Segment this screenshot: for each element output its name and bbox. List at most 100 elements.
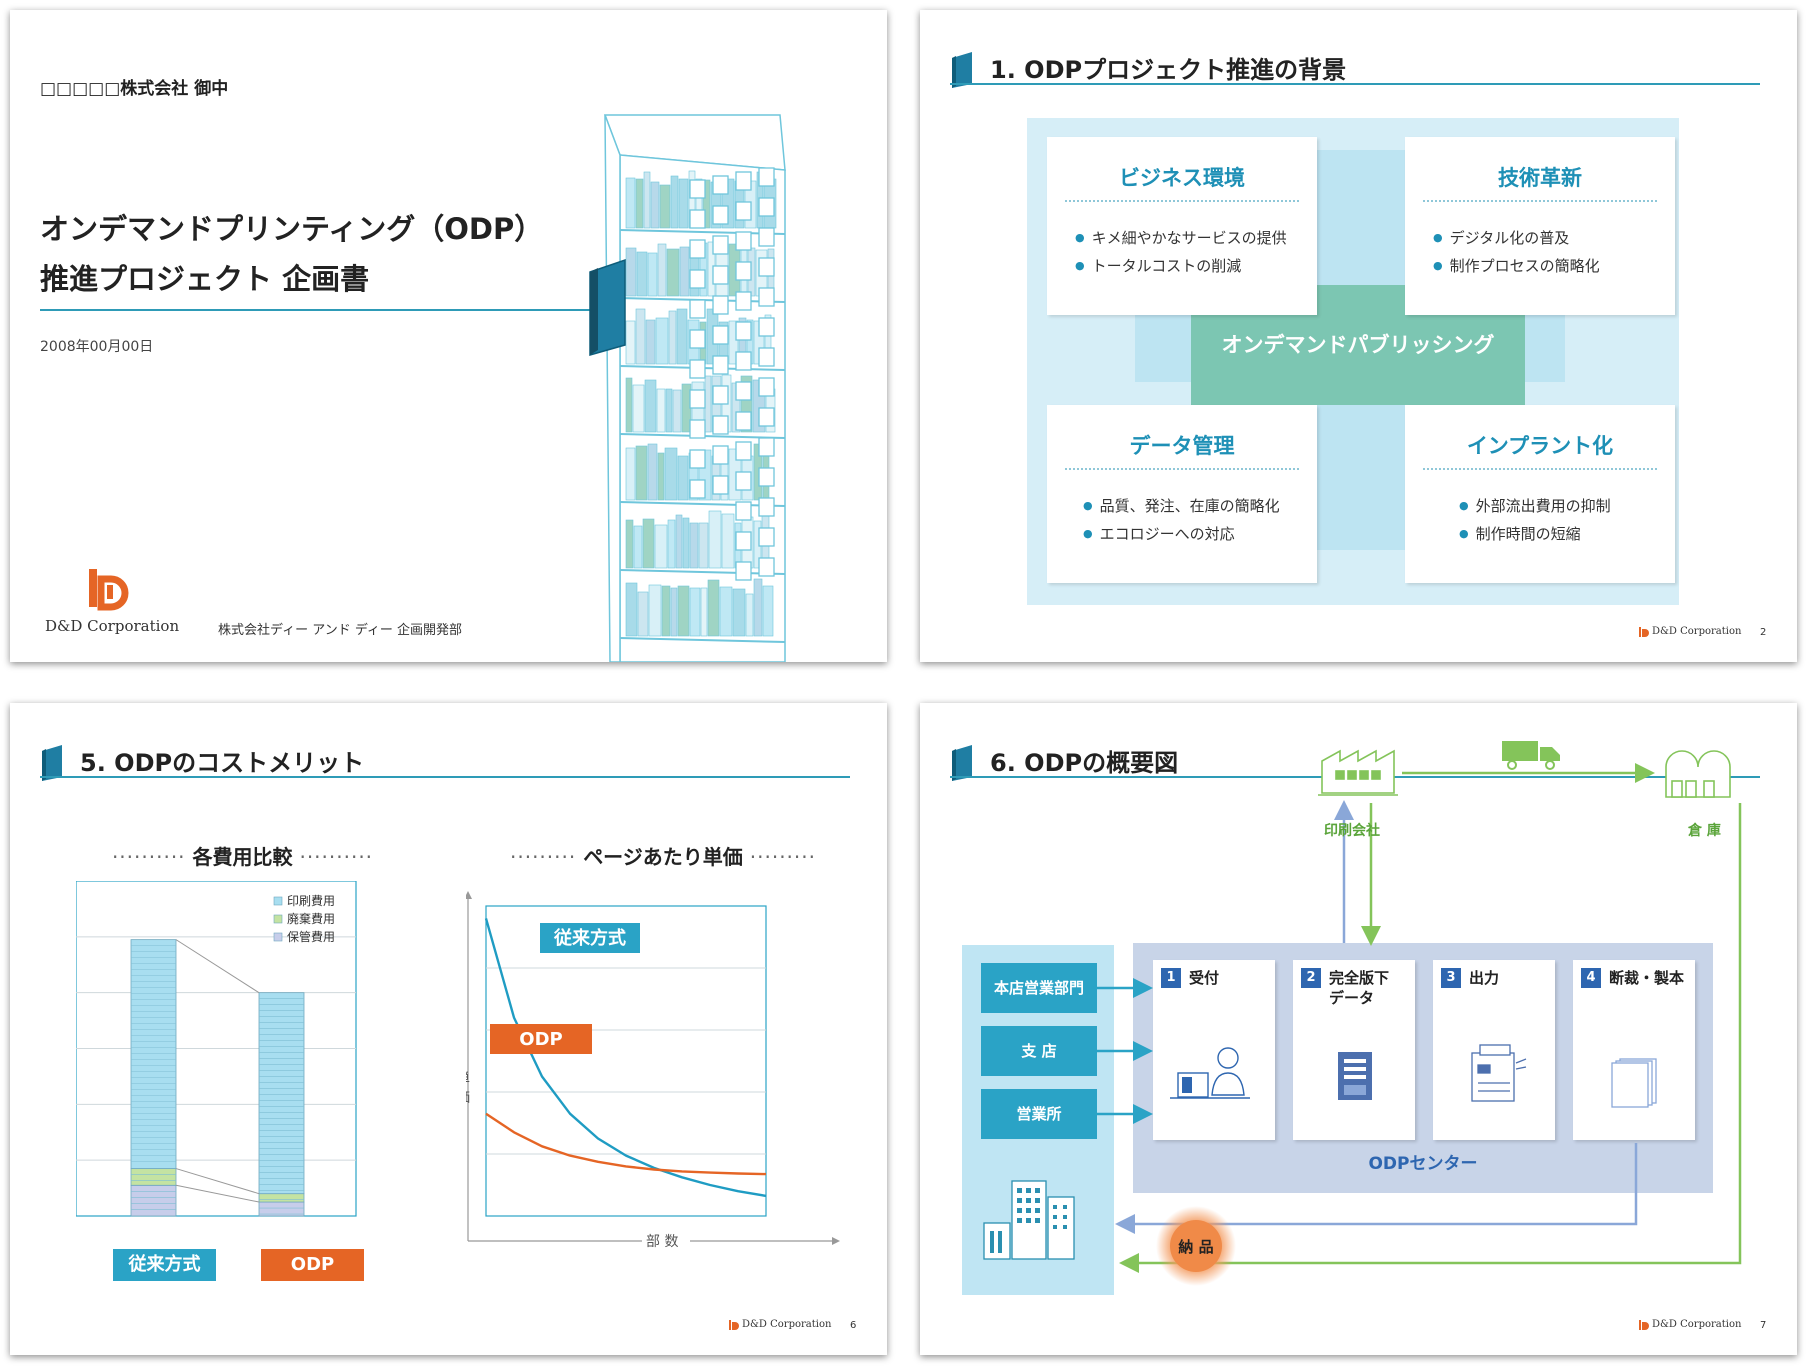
overview-diagram-graphics bbox=[983, 741, 1742, 1286]
box-implant: インプラント化 外部流出費用の抑制 制作時間の短縮 bbox=[1405, 405, 1675, 583]
bar-segment bbox=[258, 1193, 305, 1203]
branch-sales-office: 営業所 bbox=[981, 1089, 1097, 1139]
footer-logo-text: D&D Corporation bbox=[1652, 1319, 1742, 1330]
bar-segment bbox=[130, 1168, 177, 1186]
footer-logo-text: D&D Corporation bbox=[742, 1319, 832, 1330]
bar-segment bbox=[130, 1184, 177, 1217]
x-label-bg bbox=[642, 1233, 690, 1249]
series-line-0 bbox=[484, 918, 767, 1198]
legend-swatch bbox=[273, 932, 283, 942]
series-label-box bbox=[490, 1024, 592, 1054]
box-title: インプラント化 bbox=[1466, 434, 1614, 458]
legend-label: 保管費用 bbox=[287, 929, 335, 944]
chart2-title: ········· ページあたり単価 ········· bbox=[510, 845, 816, 869]
category-label-conventional: 従来方式 bbox=[113, 1249, 216, 1281]
bullet-item: デジタル化の普及 bbox=[1433, 225, 1600, 253]
slide-cost-merit[interactable]: 5. ODPのコストメリット ·········· 各費用比較 ········… bbox=[10, 703, 887, 1355]
operator-icon bbox=[1170, 1047, 1250, 1099]
print-company-label: 印刷会社 bbox=[1324, 823, 1380, 839]
connector-line bbox=[175, 1184, 260, 1203]
y-axis-label: 単 価 bbox=[466, 1071, 470, 1104]
book-icon bbox=[952, 745, 972, 781]
step-number: 2 bbox=[1301, 968, 1321, 988]
box-divider bbox=[1423, 468, 1657, 470]
odp-center-label: ODPセンター bbox=[1368, 1154, 1478, 1174]
footer-logo-text: D&D Corporation bbox=[1652, 626, 1742, 637]
box-data-management: データ管理 品質、発注、在庫の簡略化 エコロジーへの対応 bbox=[1047, 405, 1317, 583]
step-print-data: 2 完全版下 データ bbox=[1293, 960, 1415, 1140]
cover-date: 2008年00月00日 bbox=[40, 339, 154, 355]
step-number: 3 bbox=[1441, 968, 1461, 988]
warehouse-label: 倉 庫 bbox=[1688, 823, 1721, 839]
slide-title: 6. ODPの概要図 bbox=[990, 749, 1179, 777]
page-number: 7 bbox=[1760, 1320, 1767, 1331]
connector-line bbox=[175, 939, 260, 994]
branch-head-office: 本店営業部門 bbox=[981, 963, 1097, 1013]
slide-title: 5. ODPのコストメリット bbox=[80, 749, 365, 777]
bullet-item: 制作プロセスの簡略化 bbox=[1433, 253, 1600, 281]
legend-label: 印刷費用 bbox=[287, 893, 335, 908]
step-label: 完全版下 データ bbox=[1329, 969, 1390, 1007]
connector-line bbox=[175, 1168, 260, 1195]
department-name: 株式会社ディー アンド ディー 企画開発部 bbox=[218, 623, 463, 638]
dd-logo-icon bbox=[1639, 627, 1649, 637]
box-title: データ管理 bbox=[1129, 434, 1235, 458]
office-buildings-icon bbox=[983, 1180, 1075, 1260]
step-reception: 1 受付 bbox=[1153, 960, 1275, 1140]
bullet-item: エコロジーへの対応 bbox=[1083, 521, 1280, 549]
step-number: 4 bbox=[1581, 968, 1601, 988]
step-cutting-binding: 4 断裁・製本 bbox=[1573, 960, 1695, 1140]
chart2-title-text: ページあたり単価 bbox=[583, 845, 743, 869]
box-divider bbox=[1065, 468, 1299, 470]
slide-background[interactable]: 1. ODPプロジェクト推進の背景 オンデマンドパブリッシング ビジネス環境 キ… bbox=[920, 10, 1797, 662]
truck-icon bbox=[1502, 741, 1560, 770]
y-axis-arrow bbox=[466, 891, 472, 899]
cover-title-line1: オンデマンドプリンティング（ODP） bbox=[40, 212, 544, 246]
dd-logo-icon bbox=[729, 1320, 739, 1330]
series-label: 従来方式 bbox=[553, 927, 626, 949]
dd-logo-icon bbox=[1639, 1320, 1649, 1330]
page-number: 2 bbox=[1760, 627, 1767, 638]
factory-icon bbox=[1318, 749, 1398, 796]
bullet-item: 品質、発注、在庫の簡略化 bbox=[1083, 493, 1280, 521]
box-title: ビジネス環境 bbox=[1119, 166, 1245, 190]
step-number: 1 bbox=[1161, 968, 1181, 988]
printer-icon bbox=[1471, 1044, 1527, 1102]
legend-swatch bbox=[273, 914, 283, 924]
bullet-item: 制作時間の短縮 bbox=[1459, 521, 1611, 549]
cover-title-line2: 推進プロジェクト 企画書 bbox=[40, 262, 370, 296]
book-icon bbox=[42, 745, 62, 781]
bullet-item: 外部流出費用の抑制 bbox=[1459, 493, 1611, 521]
box-divider bbox=[1423, 200, 1657, 202]
slide-cover[interactable]: □□□□□株式会社 御中 オンデマンドプリンティング（ODP） 推進プロジェクト… bbox=[10, 10, 887, 662]
chart1-title: ·········· 各費用比較 ·········· bbox=[111, 845, 374, 869]
server-icon bbox=[1338, 1052, 1372, 1100]
slide-title: 1. ODPプロジェクト推進の背景 bbox=[990, 56, 1347, 84]
legend-label: 廃棄費用 bbox=[287, 911, 335, 926]
dd-logo-icon bbox=[89, 569, 129, 611]
series-label: ODP bbox=[519, 1029, 562, 1050]
page-number: 6 bbox=[850, 1320, 857, 1331]
series-line-1 bbox=[485, 1112, 767, 1176]
bullet-item: トータルコストの削減 bbox=[1075, 253, 1287, 281]
paper-stack-icon bbox=[1611, 1058, 1657, 1108]
step-label: 断裁・製本 bbox=[1609, 969, 1685, 987]
bar-segment bbox=[130, 939, 177, 1169]
title-rule bbox=[40, 776, 850, 778]
bullet-item: キメ細やかなサービスの提供 bbox=[1075, 225, 1287, 253]
bar-segment bbox=[258, 992, 305, 1195]
step-label: 受付 bbox=[1189, 969, 1220, 987]
delivery-label: 納 品 bbox=[1178, 1238, 1214, 1256]
series-label-box bbox=[540, 923, 640, 953]
chart1-title-text: 各費用比較 bbox=[192, 845, 293, 869]
x-axis-arrow bbox=[832, 1237, 840, 1245]
client-name: □□□□□株式会社 御中 bbox=[40, 79, 229, 99]
bookshelf-building-illustration bbox=[589, 114, 786, 662]
book-icon bbox=[952, 52, 972, 88]
title-rule bbox=[950, 83, 1760, 85]
box-tech-innovation: 技術革新 デジタル化の普及 制作プロセスの簡略化 bbox=[1405, 137, 1675, 315]
legend-swatch bbox=[273, 896, 283, 906]
